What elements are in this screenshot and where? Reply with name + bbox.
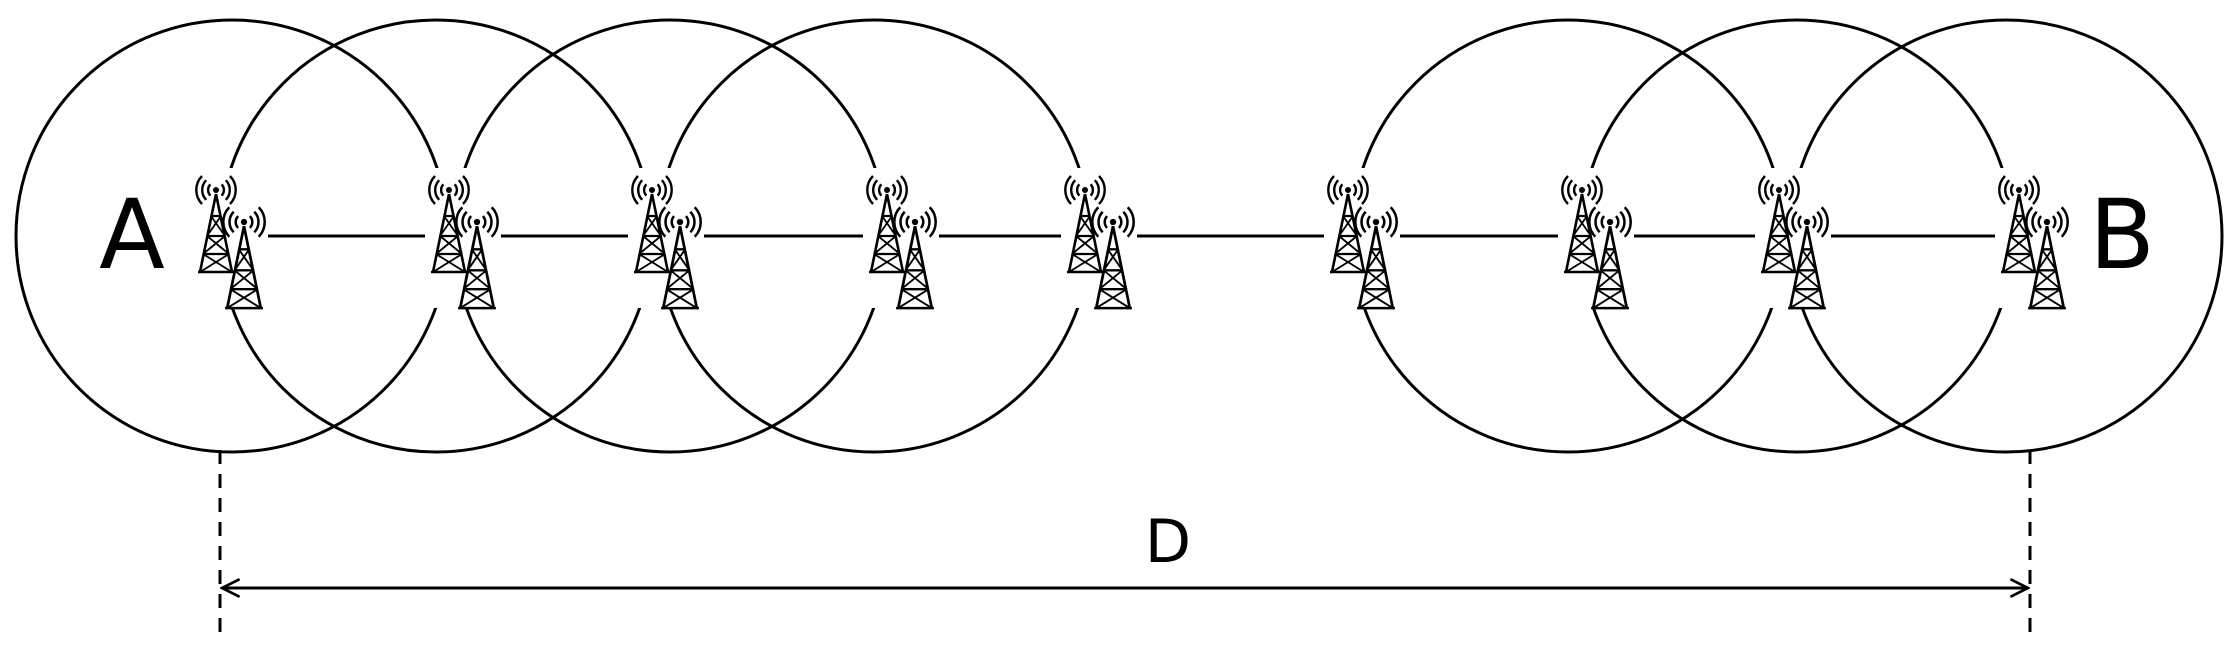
radio-towers — [192, 168, 2071, 310]
relay-node — [628, 168, 704, 310]
radio-tower-icon — [1064, 175, 1106, 274]
relay-node — [192, 168, 268, 310]
radio-tower-icon — [1354, 206, 1398, 310]
radio-tower-icon — [2025, 206, 2069, 310]
relay-node — [1324, 168, 1400, 310]
radio-tower-icon — [222, 206, 266, 310]
radio-tower-icon — [1998, 175, 2040, 274]
radio-tower-icon — [195, 175, 237, 274]
relay-node — [863, 168, 939, 310]
radio-tower-icon — [1758, 175, 1800, 274]
relay-node — [1558, 168, 1634, 310]
relay-node — [1061, 168, 1137, 310]
radio-tower-icon — [1091, 206, 1135, 310]
radio-tower-icon — [1561, 175, 1603, 274]
radio-tower-icon — [1327, 175, 1369, 274]
endpoint-a-label: A — [99, 179, 165, 291]
radio-tower-icon — [1785, 206, 1829, 310]
radio-tower-icon — [455, 206, 499, 310]
radio-tower-icon — [893, 206, 937, 310]
relay-node — [1755, 168, 1831, 310]
relay-node — [425, 168, 501, 310]
radio-tower-icon — [866, 175, 908, 274]
distance-label: D — [1145, 507, 1191, 577]
radio-tower-icon — [428, 175, 470, 274]
radio-tower-icon — [631, 175, 673, 274]
relay-node — [1995, 168, 2071, 310]
radio-tower-icon — [1588, 206, 1632, 310]
endpoint-b-label: B — [2089, 179, 2155, 291]
radio-tower-icon — [658, 206, 702, 310]
